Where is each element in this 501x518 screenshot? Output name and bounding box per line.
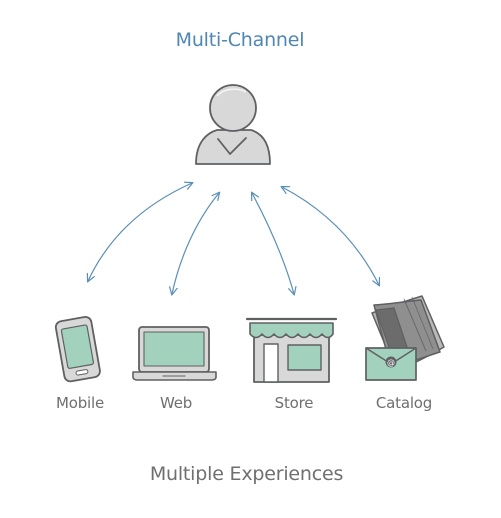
arrow-store [252,193,294,294]
arrow-web [172,193,219,294]
arrow-catalog [282,187,379,285]
user-icon [195,84,271,165]
diagram-title: Multi-Channel [175,29,305,51]
laptop-icon [132,326,217,381]
channel-label-store: Store [274,394,314,412]
channel-label-catalog: Catalog [375,394,433,412]
svg-text:@: @ [387,358,395,367]
channel-label-mobile: Mobile [55,394,105,412]
catalog-mail-icon: @ [365,295,445,381]
arrow-mobile [88,183,192,281]
storefront-icon [245,317,338,383]
mobile-phone-icon [54,316,101,383]
diagram-caption: Multiple Experiences [149,463,344,485]
channel-label-web: Web [159,394,193,412]
